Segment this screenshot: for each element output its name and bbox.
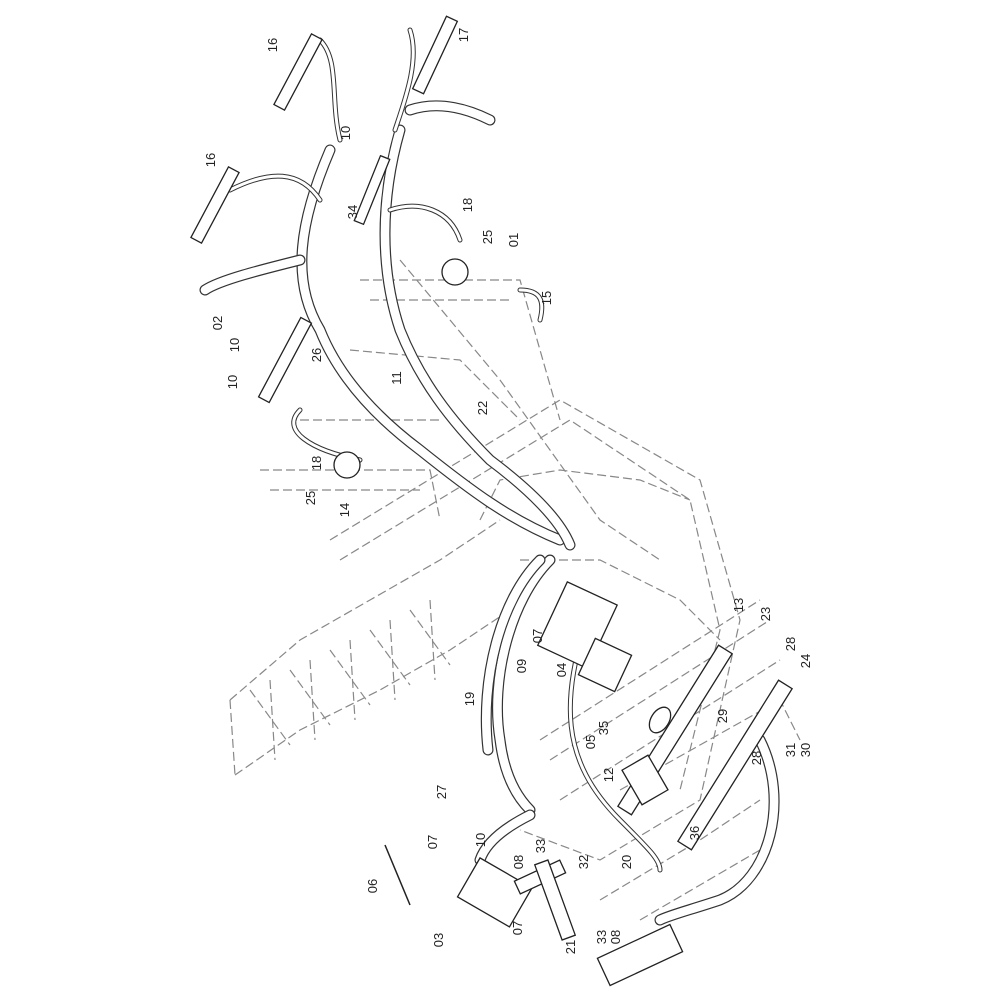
callout-07-a: 07 [530,629,545,643]
callout-02: 02 [210,316,225,330]
callout-12: 12 [601,768,616,782]
callout-34: 34 [345,205,360,219]
callout-28-b: 28 [749,751,764,765]
callout-22: 22 [475,401,490,415]
callout-20: 20 [619,855,634,869]
callout-10-b: 10 [227,338,242,352]
callout-07-c: 07 [510,921,525,935]
callout-18-b: 18 [309,456,324,470]
callout-06: 06 [365,879,380,893]
callout-17: 17 [456,28,471,42]
callout-labels: 16 17 16 10 34 18 25 01 15 02 10 26 10 1… [203,28,813,954]
callout-26: 26 [309,348,324,362]
callout-09: 09 [514,659,529,673]
callout-23: 23 [758,607,773,621]
callout-28-a: 28 [783,637,798,651]
callout-25-b: 25 [303,491,318,505]
callout-35: 35 [596,721,611,735]
hoses [199,27,780,926]
callout-36: 36 [687,826,702,840]
callout-33-b: 33 [594,930,609,944]
callout-11: 11 [389,371,404,385]
callout-19: 19 [462,692,477,706]
callout-29: 29 [715,709,730,723]
components [384,581,794,987]
callout-21: 21 [563,940,578,954]
callout-10-a: 10 [338,126,353,140]
callout-24: 24 [798,654,813,668]
callout-31: 31 [783,743,798,757]
callout-16-b: 16 [203,153,218,167]
callout-13: 13 [731,598,746,612]
callout-18-a: 18 [460,198,475,212]
callout-04: 04 [554,663,569,677]
callout-03: 03 [431,933,446,947]
callout-14: 14 [337,503,352,517]
callout-10-c: 10 [225,375,240,389]
callout-07-b: 07 [425,835,440,849]
callout-08-a: 08 [511,855,526,869]
callout-10-d: 10 [473,833,488,847]
hydraulic-cylinders [190,15,469,479]
callout-01: 01 [506,233,521,247]
callout-16-a: 16 [265,38,280,52]
callout-15: 15 [539,291,554,305]
callout-30: 30 [798,743,813,757]
callout-27: 27 [434,785,449,799]
callout-25-a: 25 [480,230,495,244]
callout-08-b: 08 [608,930,623,944]
callout-32: 32 [576,855,591,869]
callout-33-a: 33 [533,839,548,853]
callout-05: 05 [583,735,598,749]
